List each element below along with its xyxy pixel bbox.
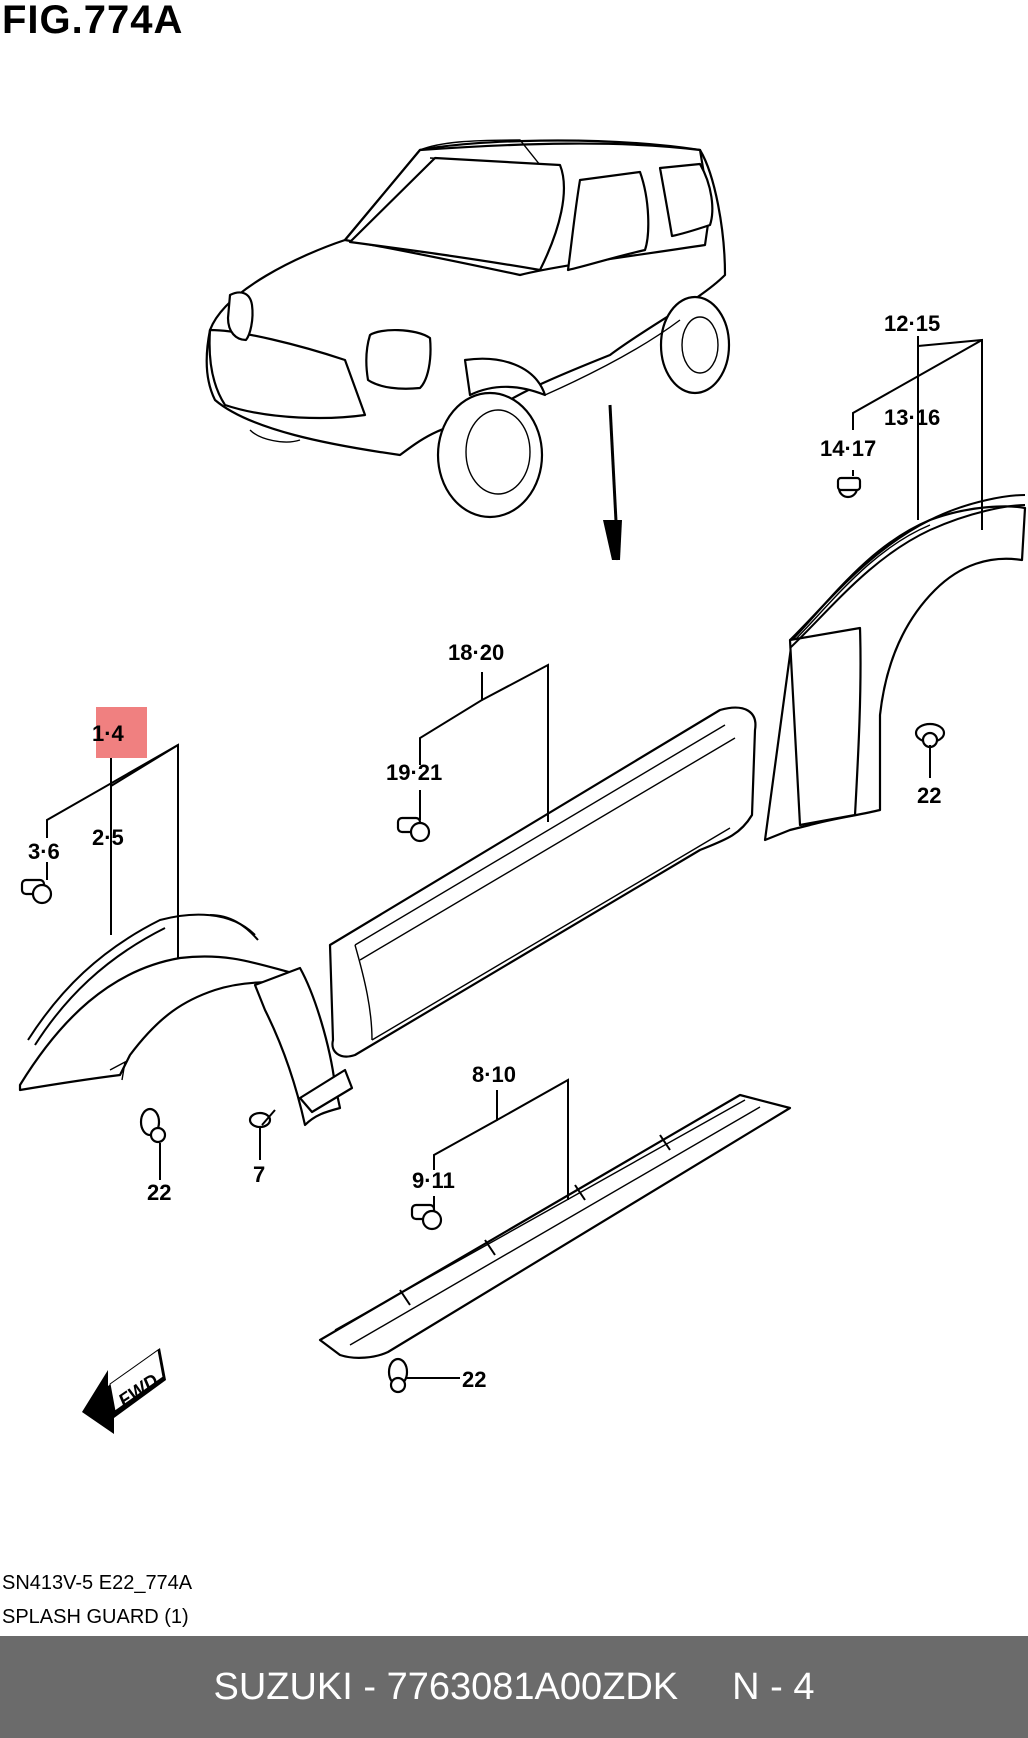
callout-22-left: 22 [147, 1180, 171, 1205]
clip-14-17 [836, 476, 862, 499]
screw-7 [248, 1109, 276, 1129]
clip-3-6 [20, 878, 53, 905]
callout-8-10: 8·10 [472, 1062, 516, 1087]
footer-bar: SUZUKI - 7763081A00ZDK N - 4 [0, 1636, 1028, 1738]
side-moulding-part [328, 706, 757, 1058]
footer-page-index: N - 4 [732, 1665, 815, 1708]
figure-code: SN413V-5 E22_774A [2, 1572, 193, 1594]
clip-19-21 [396, 816, 431, 843]
callout-22-right: 22 [917, 783, 941, 808]
callout-9-11: 9·11 [412, 1168, 455, 1193]
callout-19-21: 19·21 [386, 760, 442, 785]
clip-22-right [914, 722, 946, 749]
callout-22-bottom: 22 [462, 1367, 486, 1392]
callout-18-20: 18·20 [448, 640, 504, 665]
front-fender-part [18, 913, 354, 1127]
callout-14-17: 14·17 [820, 436, 876, 461]
figure-title: FIG.774A [2, 0, 184, 42]
figure-name: SPLASH GUARD (1) [2, 1606, 189, 1628]
rear-fender-part [763, 494, 1027, 842]
callout-7: 7 [253, 1162, 265, 1187]
vehicle-illustration [205, 139, 731, 561]
callout-3-6: 3·6 [28, 839, 60, 864]
leader-lines [46, 336, 983, 1379]
footer-part-number: SUZUKI - 7763081A00ZDK [213, 1665, 679, 1708]
callout-2-5: 2·5 [92, 825, 124, 850]
fwd-arrow: FWD [82, 1348, 166, 1434]
highlight-box [96, 707, 147, 758]
side-sill-part [318, 1093, 792, 1359]
clip-22-bottom [387, 1357, 409, 1394]
callout-12-15: 12·15 [884, 311, 940, 336]
callout-1-4: 1·4 [92, 721, 125, 746]
clip-9-11 [410, 1203, 443, 1231]
clip-22-left [139, 1107, 167, 1144]
callout-13-16: 13·16 [884, 405, 940, 430]
